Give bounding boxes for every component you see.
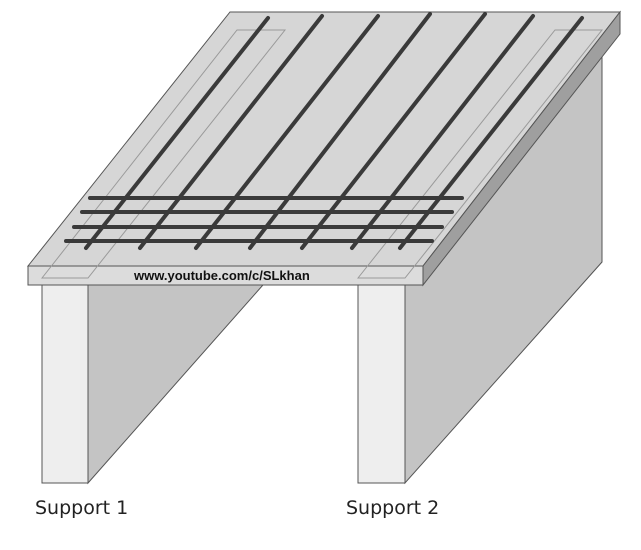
main-bar (300, 12, 487, 250)
main-bars (84, 12, 584, 250)
distribution-bars (64, 196, 464, 243)
watermark-text: www.youtube.com/c/SLkhan (133, 268, 310, 283)
main-bar (350, 14, 535, 250)
support-1-label: Support 1 (35, 497, 128, 519)
support-2-label: Support 2 (346, 497, 439, 519)
support-2-front-face (357, 284, 406, 484)
main-bar (248, 12, 432, 250)
support-1-front-face (41, 284, 89, 484)
main-bar (138, 14, 324, 250)
slab-front-edge (27, 265, 424, 286)
main-bar (398, 16, 584, 250)
support-2 (357, 16, 603, 485)
main-bar (84, 16, 270, 250)
main-bar (194, 14, 380, 250)
support-2-outline-on-slab (356, 29, 604, 279)
support-1-outline-on-slab (40, 29, 287, 279)
